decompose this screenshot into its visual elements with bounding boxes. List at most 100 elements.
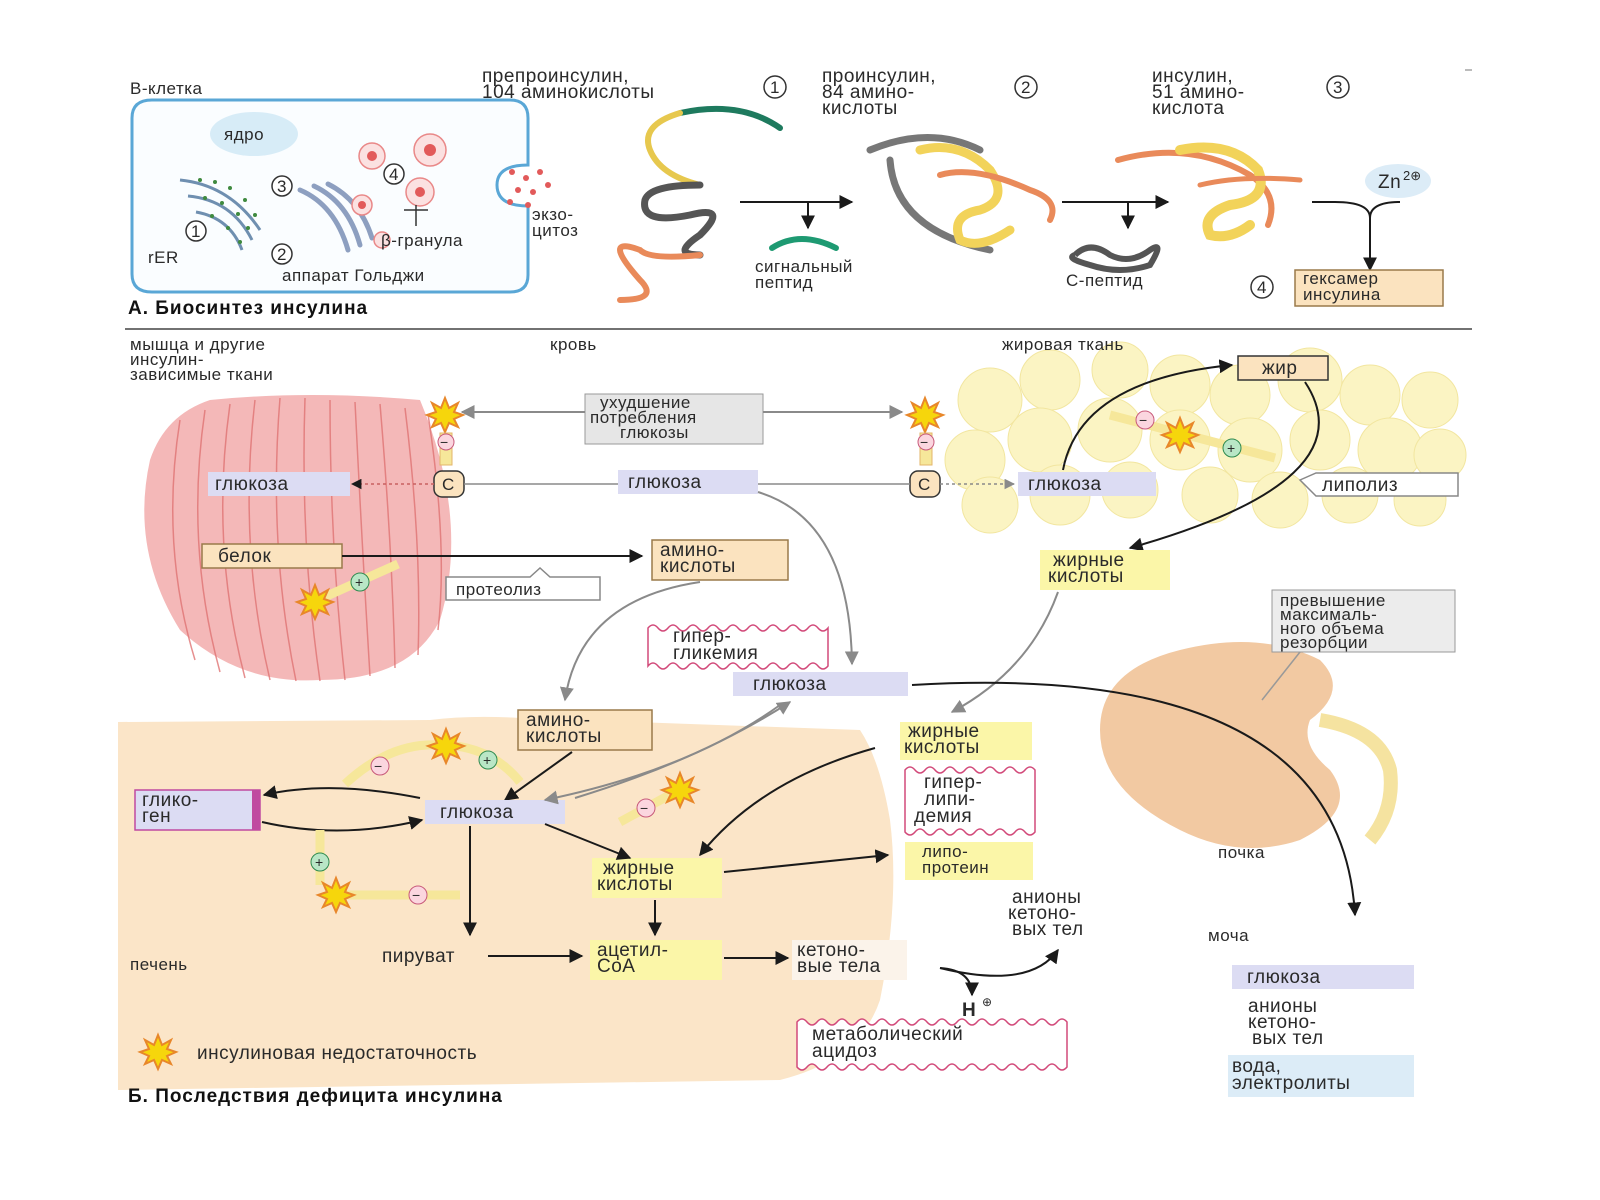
svg-text:глюкоза: глюкоза [215,474,289,495]
svg-text:анионы: анионы [1012,887,1081,908]
rer-label: rER [148,248,179,267]
svg-text:H: H [962,1000,976,1021]
svg-text:кислоты: кислоты [526,726,602,747]
arrow-blood-to-liver-glucose [543,704,781,805]
svg-text:51 амино-: 51 амино- [1152,82,1245,103]
svg-text:⊕: ⊕ [982,995,992,1009]
svg-text:гипер-: гипер- [673,626,731,647]
part-b-title: Б. Последствия дефицита инсулина [128,1086,503,1107]
svg-text:глюкоза: глюкоза [440,802,514,823]
c-peptide-shape [1069,244,1161,273]
pyruvate-label: пируват [382,946,455,967]
hexamer-arrow [1312,201,1401,272]
svg-text:ацетил-: ацетил- [597,940,668,961]
svg-text:3: 3 [277,177,287,196]
svg-text:резорбции: резорбции [1280,633,1368,652]
svg-text:проинсулин,: проинсулин, [822,66,936,87]
svg-text:кетоно-: кетоно- [1008,903,1076,924]
svg-text:глюкозы: глюкозы [620,423,689,442]
svg-text:СоА: СоА [597,956,635,977]
urine-label: моча [1208,926,1249,945]
glycogenolysis-control: − + [341,728,524,788]
svg-text:104 аминокислоты: 104 аминокислоты [482,82,655,103]
insulin-shape [1115,142,1303,242]
acetyl-coa-box: ацетил- СоА [590,940,722,980]
resorption-box: превышение максималь- ного объема резорб… [1271,589,1456,653]
ketone-bodies-box: кетоно- вые тела [792,940,907,980]
svg-text:ацидоз: ацидоз [812,1041,877,1062]
signal-peptide-label-1: сигнальный [755,257,853,276]
svg-text:жир: жир [1262,358,1297,379]
arrow-ketones-to-h [939,967,979,997]
arrow-glucose-to-glycogen [262,785,421,800]
cell-title: В-клетка [130,79,203,98]
muscle-label-3: зависимые ткани [130,365,273,384]
kidney-label: почка [1218,843,1265,862]
signal-peptide-label-2: пептид [755,273,813,292]
lipolysis-tag: липолиз [1298,472,1459,497]
muscle-region [144,395,452,681]
svg-text:потребления: потребления [590,408,697,427]
arrow-fatty-acids-to-lipoprotein [723,849,890,873]
svg-text:+: + [483,752,491,768]
h-plus-ion: H ⊕ [962,995,992,1021]
svg-text:амино-: амино- [526,710,591,731]
proinsulin-shape [866,134,1056,254]
exocytosis-label-1: экзо- [532,205,574,224]
svg-text:белок: белок [218,546,271,567]
svg-text:4: 4 [1257,278,1267,297]
svg-text:вые тела: вые тела [797,956,881,977]
svg-text:вода,: вода, [1232,1056,1281,1077]
svg-text:амино-: амино- [660,540,725,561]
svg-text:жирные: жирные [603,858,675,879]
svg-text:−: − [412,887,420,903]
svg-text:метаболический: метаболический [812,1024,963,1045]
svg-text:4: 4 [389,165,399,184]
svg-text:ного объема: ного объема [1280,619,1384,638]
granule-label: β-гранула [381,231,463,250]
arrow-step-1-2 [740,195,854,230]
resorption-pointer [1261,651,1301,701]
svg-text:демия: демия [914,806,972,827]
svg-text:электролиты: электролиты [1232,1073,1350,1094]
zinc-ion: Zn 2⊕ [1365,164,1431,198]
svg-text:превышение: превышение [1280,591,1386,610]
svg-text:глюкоза: глюкоза [1028,474,1102,495]
svg-text:кетоно-: кетоно- [797,940,865,961]
svg-text:глюкоза: глюкоза [753,674,827,695]
arrow-glucose-to-urine [911,681,1362,917]
rer [179,178,262,251]
svg-text:глюкоза: глюкоза [628,472,702,493]
glycogen-synthesis-control: + − [310,830,460,913]
svg-text:вых тел: вых тел [1252,1028,1324,1049]
nucleus-label: ядро [224,125,264,144]
arrow-fat-to-fatty-acids [1128,381,1320,552]
lipoprotein-box: липо- протеин [905,842,1033,880]
svg-text:1: 1 [191,222,201,241]
golgi-label: аппарат Гольджи [282,266,425,285]
step-insulin: инсулин, 51 амино- кислота 3 [1152,66,1350,119]
part-a: В-клетка ядро [128,66,1472,319]
adipose-label: жировая ткань [1002,335,1124,354]
arrow-amino-to-liver [559,581,701,702]
svg-text:+: + [1227,440,1235,456]
minus-sign-muscle: − [437,432,455,466]
muscle-label-1: мышца и другие [130,335,266,354]
svg-text:анионы: анионы [1248,996,1317,1017]
beta-granules [351,133,447,249]
svg-text:препроинсулин,: препроинсулин, [482,66,629,87]
liver-region [118,716,894,1090]
fat-box: жир [1237,355,1329,381]
svg-text:липи-: липи- [924,789,975,810]
svg-text:84 амино-: 84 амино- [822,82,915,103]
svg-text:кислоты: кислоты [904,737,980,758]
svg-text:вых тел: вых тел [1012,919,1084,940]
minus-sign-fat: − [917,432,935,466]
arrow-glucose-to-fat [1062,359,1234,471]
svg-text:протеолиз: протеолиз [456,580,542,599]
svg-text:С: С [918,475,931,494]
arrow-glucose-to-fatty-acids [544,823,632,860]
svg-text:−: − [640,800,648,816]
svg-text:2⊕: 2⊕ [1403,168,1421,183]
acidosis-box: метаболический ацидоз [796,1018,1068,1071]
